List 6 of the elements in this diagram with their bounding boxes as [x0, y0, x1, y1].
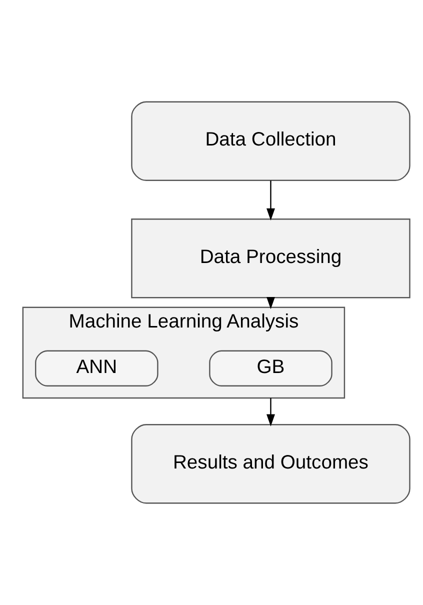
arrow — [266, 180, 275, 221]
node-box: Data Collection — [131, 101, 410, 182]
node-box: GB — [209, 350, 332, 387]
arrow — [266, 398, 275, 426]
node-box: ANN — [35, 350, 158, 387]
node-box: Results and Outcomes — [131, 424, 410, 504]
